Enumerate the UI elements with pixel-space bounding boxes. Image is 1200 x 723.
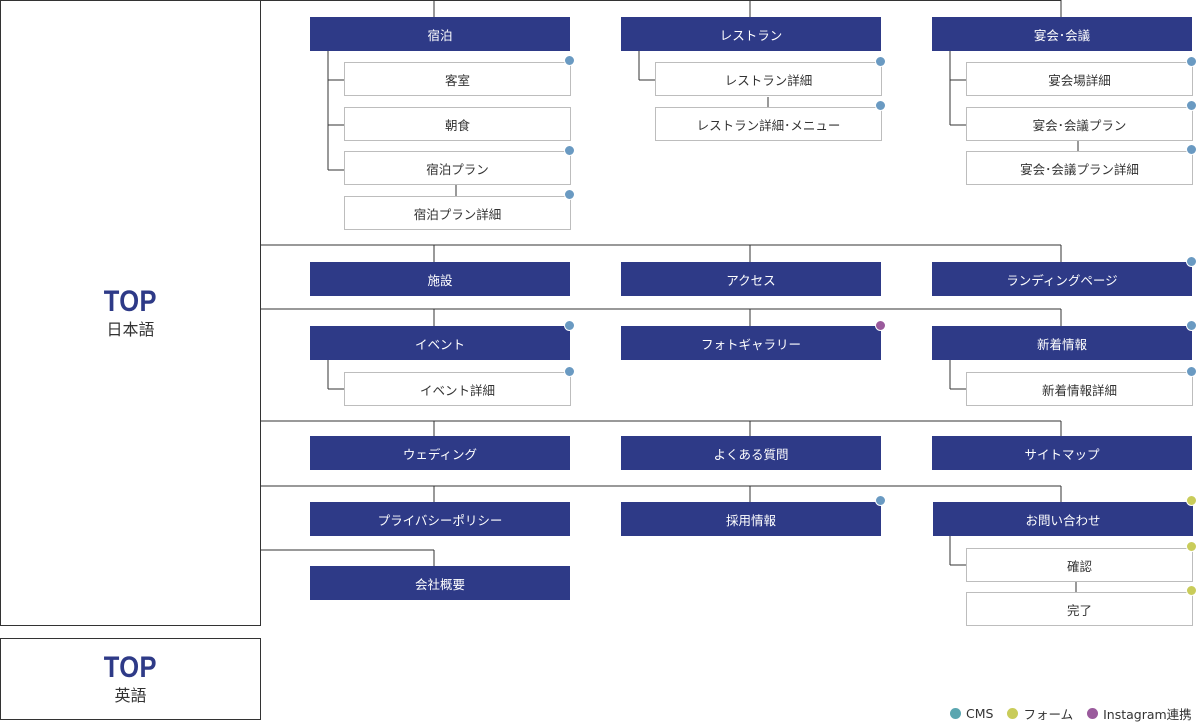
- node-confirm: 確認: [966, 548, 1193, 582]
- node-photo-gallery: フォトギャラリー: [621, 326, 881, 360]
- cms-dot-icon: [875, 495, 886, 506]
- cms-dot-icon: [1186, 320, 1197, 331]
- legend-item-form: フォーム: [1007, 704, 1073, 723]
- cms-dot-icon: [564, 189, 575, 200]
- cms-dot-icon: [875, 100, 886, 111]
- cms-dot-icon: [564, 320, 575, 331]
- form-dot-icon: [1186, 585, 1197, 596]
- node-wedding: ウェディング: [310, 436, 570, 470]
- node-company: 会社概要: [310, 566, 570, 600]
- node-news-detail: 新着情報詳細: [966, 372, 1193, 406]
- cms-dot-icon: [564, 366, 575, 377]
- cms-dot-icon: [875, 56, 886, 67]
- node-enkai: 宴会･会議: [932, 17, 1192, 51]
- node-recruit: 採用情報: [621, 502, 881, 536]
- cms-dot-icon: [950, 707, 961, 719]
- node-faq: よくある質問: [621, 436, 881, 470]
- instagram-dot-icon: [875, 320, 886, 331]
- top-japanese-subtitle: 日本語: [106, 320, 155, 339]
- node-kyakushitsu: 客室: [344, 62, 571, 96]
- node-enkai-plan-detail: 宴会･会議プラン詳細: [966, 151, 1193, 185]
- cms-dot-icon: [1186, 366, 1197, 377]
- node-event-detail: イベント詳細: [344, 372, 571, 406]
- form-dot-icon: [1186, 541, 1197, 552]
- legend-label-instagram: Instagram連携: [1103, 706, 1192, 722]
- node-complete: 完了: [966, 592, 1193, 626]
- node-shukuhaku: 宿泊: [310, 17, 570, 51]
- node-landing-page: ランディングページ: [932, 262, 1192, 296]
- legend: CMS フォーム Instagram連携: [950, 704, 1192, 723]
- node-shisetsu: 施設: [310, 262, 570, 296]
- node-enkai-detail: 宴会場詳細: [966, 62, 1193, 96]
- cms-dot-icon: [564, 55, 575, 66]
- node-choshoku: 朝食: [344, 107, 571, 141]
- node-news: 新着情報: [932, 326, 1192, 360]
- cms-dot-icon: [564, 145, 575, 156]
- legend-label-cms: CMS: [966, 705, 994, 721]
- top-english-node: TOP 英語: [0, 638, 261, 720]
- cms-dot-icon: [1186, 56, 1197, 67]
- legend-item-cms: CMS: [950, 706, 993, 721]
- legend-label-form: フォーム: [1023, 706, 1074, 722]
- top-japanese-node: TOP 日本語: [0, 0, 261, 626]
- node-restaurant-menu: レストラン詳細･メニュー: [655, 107, 882, 141]
- node-shukuhaku-plan: 宿泊プラン: [344, 151, 571, 185]
- form-dot-icon: [1007, 707, 1019, 719]
- node-enkai-plan: 宴会･会議プラン: [966, 107, 1193, 141]
- cms-dot-icon: [1186, 256, 1197, 267]
- node-restaurant: レストラン: [621, 17, 881, 51]
- node-restaurant-detail: レストラン詳細: [655, 62, 882, 96]
- node-sitemap: サイトマップ: [932, 436, 1192, 470]
- node-access: アクセス: [621, 262, 881, 296]
- node-shukuhaku-plan-detail: 宿泊プラン詳細: [344, 196, 571, 230]
- instagram-dot-icon: [1087, 707, 1099, 719]
- top-english-title: TOP: [103, 651, 158, 684]
- cms-dot-icon: [1186, 100, 1197, 111]
- top-japanese-title: TOP: [103, 285, 158, 318]
- cms-dot-icon: [1186, 144, 1197, 155]
- node-event: イベント: [310, 326, 570, 360]
- node-contact: お問い合わせ: [933, 502, 1193, 536]
- top-english-subtitle: 英語: [114, 686, 147, 705]
- node-privacy-policy: プライバシーポリシー: [310, 502, 570, 536]
- form-dot-icon: [1186, 495, 1197, 506]
- legend-item-instagram: Instagram連携: [1087, 704, 1192, 723]
